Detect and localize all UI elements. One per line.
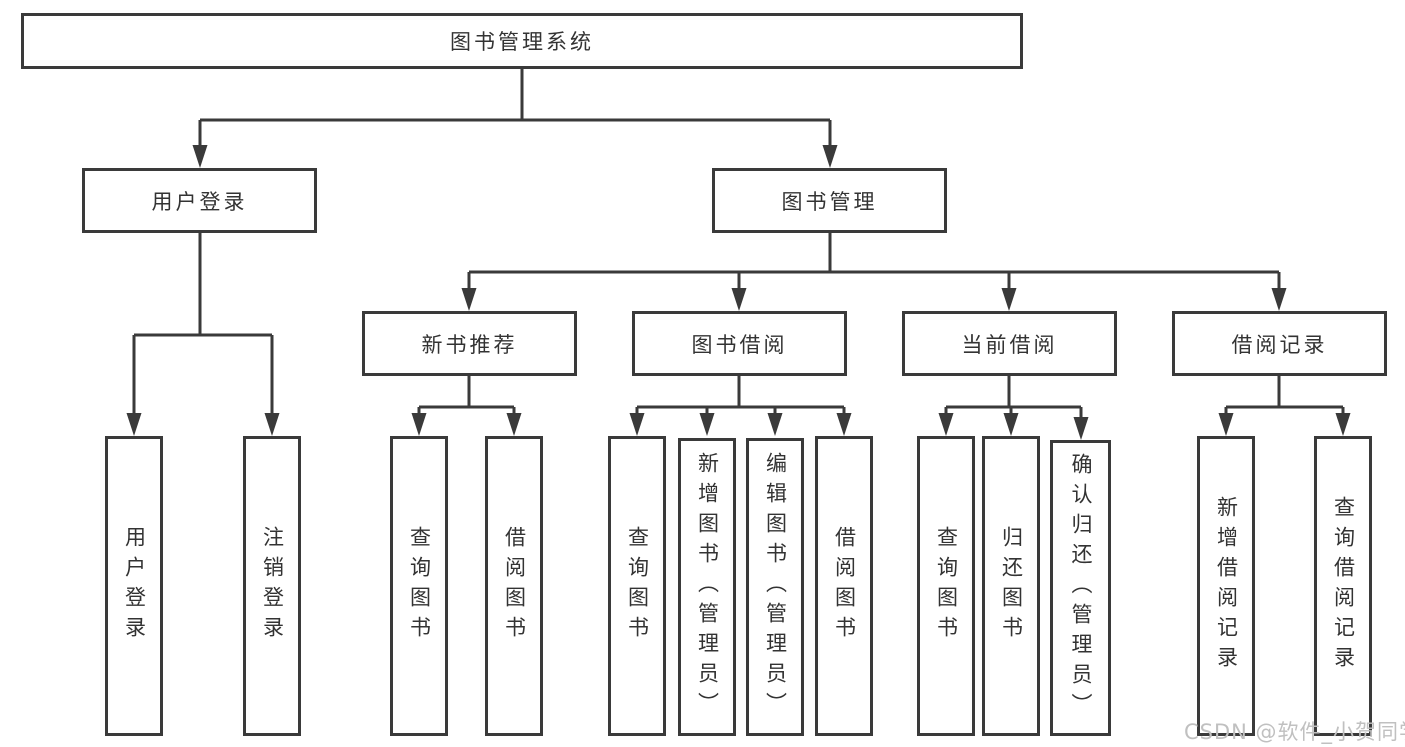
node-new-book-recommend: 新书推荐 — [362, 311, 577, 376]
node-edit-books-admin: 编辑图书（管理员） — [746, 438, 804, 736]
node-user-login-branch: 用户登录 — [82, 168, 317, 233]
node-query-borrow-record: 查询借阅记录 — [1314, 436, 1372, 736]
node-book-borrow: 图书借阅 — [632, 311, 847, 376]
node-borrow-books-leaf: 借阅图书 — [815, 436, 873, 736]
node-current-borrow: 当前借阅 — [902, 311, 1117, 376]
node-confirm-return-admin: 确认归还（管理员） — [1050, 440, 1111, 736]
node-return-books: 归还图书 — [982, 436, 1040, 736]
node-query-books-recommend: 查询图书 — [390, 436, 448, 736]
node-logout-leaf: 注销登录 — [243, 436, 301, 736]
node-add-borrow-record: 新增借阅记录 — [1197, 436, 1255, 736]
node-borrow-books-recommend: 借阅图书 — [485, 436, 543, 736]
csdn-watermark: CSDN @软件_小贺同学 — [1184, 720, 1405, 744]
node-borrow-records: 借阅记录 — [1172, 311, 1387, 376]
arrowheads — [126, 145, 1351, 440]
node-library-management-system: 图书管理系统 — [21, 13, 1023, 69]
node-add-books-admin: 新增图书（管理员） — [678, 438, 736, 736]
node-user-login-leaf: 用户登录 — [105, 436, 163, 736]
node-query-books-borrow: 查询图书 — [608, 436, 666, 736]
node-query-books-current: 查询图书 — [917, 436, 975, 736]
node-book-management-branch: 图书管理 — [712, 168, 947, 233]
